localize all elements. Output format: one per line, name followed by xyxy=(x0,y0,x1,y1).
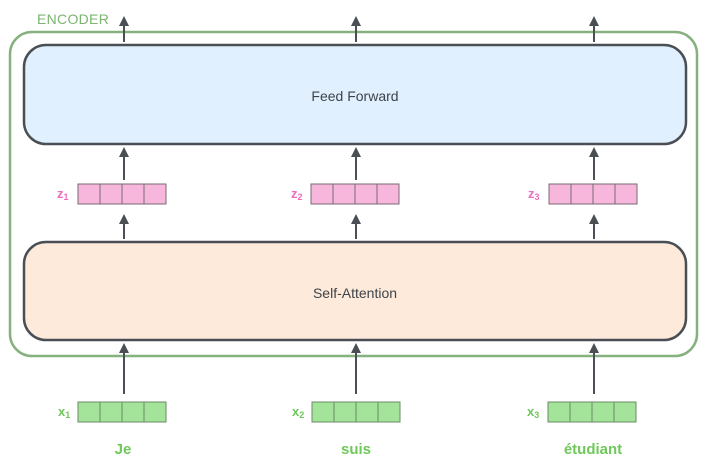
arrow-z-to-ffn-3 xyxy=(589,147,599,180)
z2-cell-1 xyxy=(310,183,334,205)
arrow-ffn-out-3 xyxy=(589,16,599,42)
arrow-head xyxy=(119,214,129,224)
x1-cell-2 xyxy=(99,401,123,423)
x1-vector xyxy=(77,401,167,423)
x2-vector xyxy=(311,401,401,423)
arrow-ffn-out-2 xyxy=(351,16,361,42)
z2-cell-4 xyxy=(376,183,400,205)
z3-cell-1 xyxy=(548,183,572,205)
arrow-head xyxy=(351,147,361,157)
z1-label: z1 xyxy=(57,186,69,202)
arrows xyxy=(119,16,599,394)
x1-cell-4 xyxy=(143,401,167,423)
x3-cell-1 xyxy=(547,401,571,423)
z3-cell-4 xyxy=(614,183,638,205)
z1-cell-2 xyxy=(99,183,123,205)
z1-cell-4 xyxy=(143,183,167,205)
feed-forward-box xyxy=(22,43,688,146)
arrow-head xyxy=(589,343,599,353)
z3-cell-2 xyxy=(570,183,594,205)
x3-cell-3 xyxy=(591,401,615,423)
x-vector-group: x1 x2 x3 xyxy=(58,401,637,423)
arrow-head xyxy=(351,343,361,353)
arrow-attn-to-z-1 xyxy=(119,214,129,239)
arrow-head xyxy=(351,214,361,224)
arrow-z-to-ffn-2 xyxy=(351,147,361,180)
arrow-ffn-out-1 xyxy=(119,16,129,42)
x3-cell-2 xyxy=(569,401,593,423)
arrow-head xyxy=(589,147,599,157)
arrow-head xyxy=(351,16,361,26)
x3-cell-4 xyxy=(613,401,637,423)
encoder-label: ENCODER xyxy=(37,11,109,27)
word-suis: suis xyxy=(341,441,371,458)
x2-label: x2 xyxy=(292,404,304,420)
word-je: Je xyxy=(115,441,132,458)
z1-cell-1 xyxy=(77,183,101,205)
x1-label: x1 xyxy=(58,404,70,420)
x3-vector xyxy=(547,401,637,423)
z2-label: z2 xyxy=(291,186,303,202)
x1-cell-1 xyxy=(77,401,101,423)
z3-cell-3 xyxy=(592,183,616,205)
arrow-head xyxy=(589,16,599,26)
x2-cell-3 xyxy=(355,401,379,423)
feed-forward-label: Feed Forward xyxy=(311,88,398,104)
z-vector-group: z1 z2 z3 xyxy=(57,183,638,205)
x2-cell-4 xyxy=(377,401,401,423)
arrow-head xyxy=(119,147,129,157)
arrow-attn-to-z-3 xyxy=(589,214,599,239)
x1-cell-3 xyxy=(121,401,145,423)
z2-cell-3 xyxy=(354,183,378,205)
word-etudiant: étudiant xyxy=(564,441,622,458)
z1-vector xyxy=(77,183,167,205)
arrow-attn-to-z-2 xyxy=(351,214,361,239)
z2-cell-2 xyxy=(332,183,356,205)
z3-label: z3 xyxy=(528,186,540,202)
z1-cell-3 xyxy=(121,183,145,205)
arrow-head xyxy=(119,16,129,26)
encoder-frame xyxy=(8,30,699,358)
x3-label: x3 xyxy=(527,404,539,420)
x2-cell-2 xyxy=(333,401,357,423)
arrow-input-3 xyxy=(589,343,599,394)
z2-vector xyxy=(310,183,400,205)
self-attention-box xyxy=(22,240,688,342)
arrow-input-2 xyxy=(351,343,361,394)
self-attention-label: Self-Attention xyxy=(313,285,397,301)
arrow-head xyxy=(589,214,599,224)
arrow-z-to-ffn-1 xyxy=(119,147,129,180)
arrow-input-1 xyxy=(119,343,129,394)
arrow-head xyxy=(119,343,129,353)
x2-cell-1 xyxy=(311,401,335,423)
z3-vector xyxy=(548,183,638,205)
